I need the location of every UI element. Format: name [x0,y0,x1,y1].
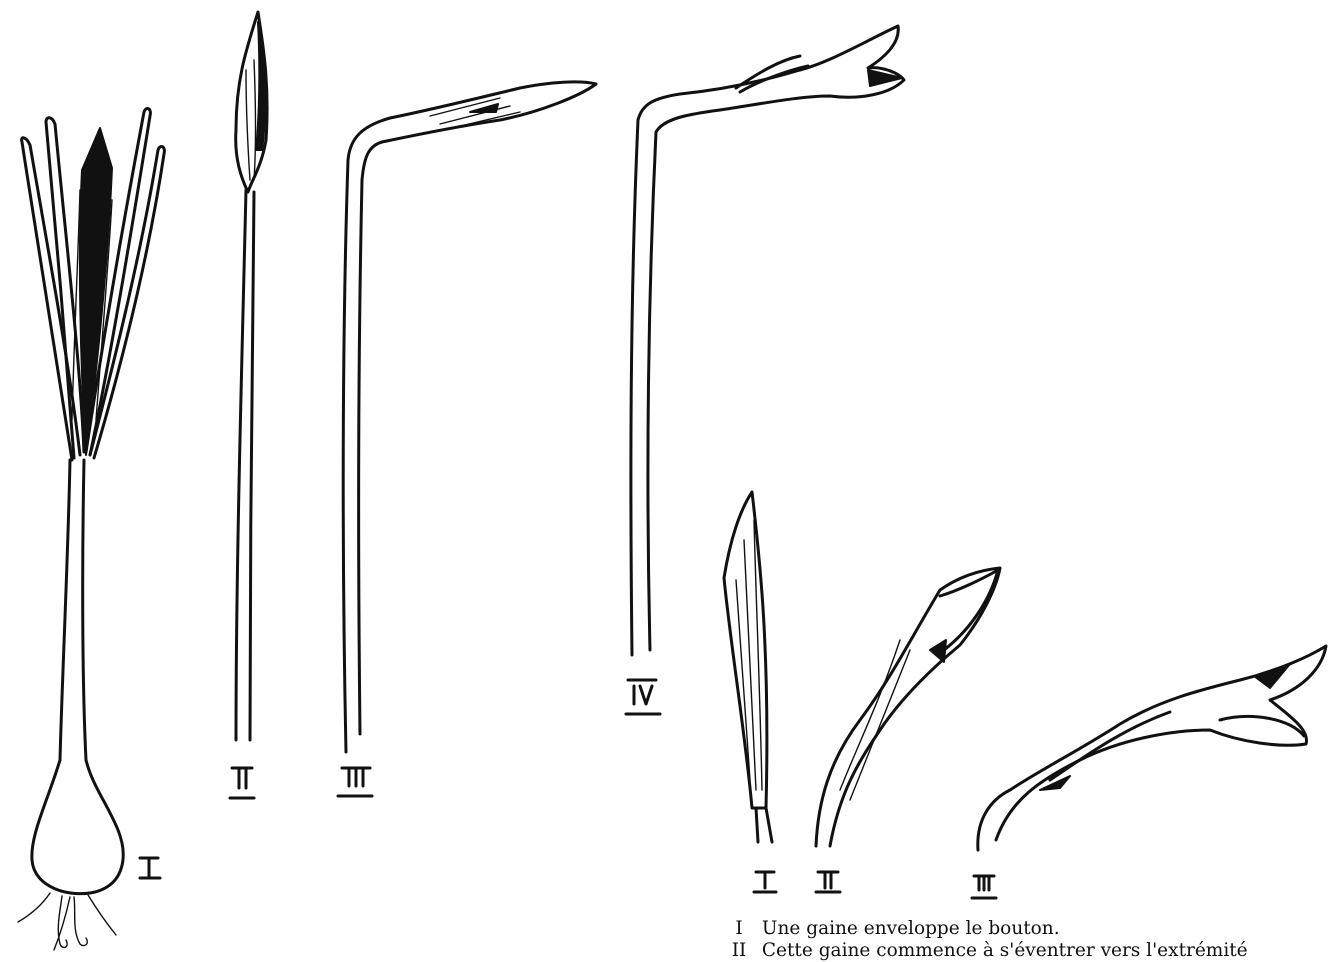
caption-text: Cette gaine commence à s'éventrer vers l… [762,940,1248,961]
label-sheath-i [754,872,776,892]
crocus-stage-ii [230,12,267,798]
label-plant-i [140,858,160,878]
label-sheath-ii [816,872,840,892]
sheath-detail-i [724,492,776,892]
caption-text: Une gaine enveloppe le bouton. [762,918,1060,939]
label-stage-iii [338,768,372,796]
sheath-detail-ii [816,568,1000,892]
label-stage-ii [230,768,254,798]
sheath-detail-iii [972,646,1326,898]
crocus-plant-with-bulb [18,109,164,950]
caption-line-i: I Une gaine enveloppe le bouton. [722,918,1332,940]
crocus-stage-iii [338,82,596,796]
label-stage-iv [626,680,660,714]
crocus-stage-iv [626,26,904,714]
label-sheath-iii [972,876,996,898]
caption-num: I [722,918,756,940]
figure-caption: I Une gaine enveloppe le bouton. II Cett… [722,918,1332,962]
